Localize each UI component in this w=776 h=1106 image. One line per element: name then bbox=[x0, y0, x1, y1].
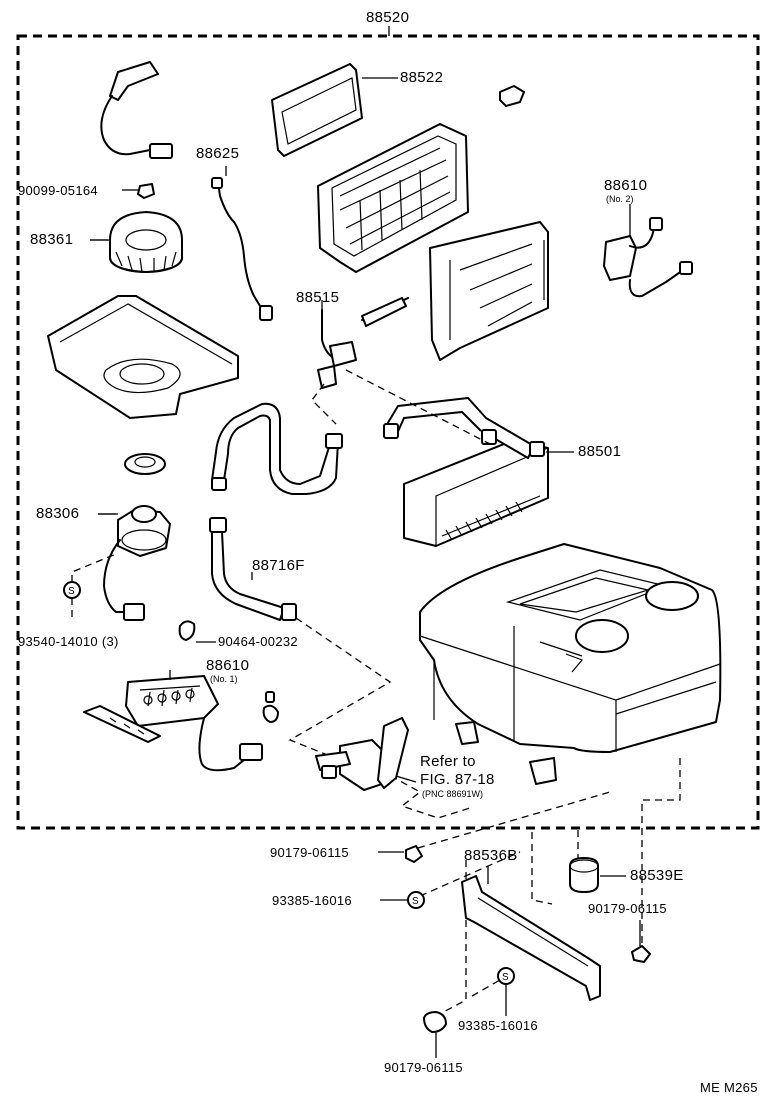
hose-88716f bbox=[210, 518, 296, 620]
refrigerant-hose bbox=[212, 404, 342, 494]
label-88306: 88306 bbox=[36, 505, 80, 522]
nut-90179-c bbox=[424, 1012, 446, 1058]
resistor-with-harness bbox=[101, 62, 172, 158]
label-pnc-88691w: (PNC 88691W) bbox=[422, 789, 484, 799]
label-88520: 88520 bbox=[366, 9, 410, 26]
drawing-code: ME M265 bbox=[700, 1080, 758, 1095]
label-88522: 88522 bbox=[400, 69, 444, 86]
grommet-88539e bbox=[570, 858, 626, 892]
nut-90099-05164 bbox=[122, 184, 154, 198]
blower-motor-88306 bbox=[98, 506, 170, 620]
label-90464-00232: 90464-00232 bbox=[218, 634, 298, 649]
clamp-90464 bbox=[180, 621, 216, 642]
screw-marker-93385-a bbox=[380, 892, 424, 908]
label-88610-no1-sub: (No. 1) bbox=[210, 674, 238, 684]
label-93385-16016-b: 93385-16016 bbox=[458, 1018, 538, 1033]
label-88610-no2-sub: (No. 2) bbox=[606, 194, 634, 204]
thermistor-88625 bbox=[212, 166, 272, 320]
label-88610-no2: 88610 bbox=[604, 177, 648, 194]
clip-small bbox=[264, 692, 278, 722]
label-plate bbox=[84, 706, 160, 742]
unit-top-cover bbox=[420, 544, 720, 784]
label-88716f: 88716F bbox=[252, 557, 305, 574]
switch-panel-88610-no1 bbox=[126, 670, 262, 770]
evaporator-88501 bbox=[384, 398, 574, 546]
label-88610-no1: 88610 bbox=[206, 657, 250, 674]
switch-88610-no2 bbox=[604, 204, 692, 296]
screw-marker-93385-b bbox=[498, 968, 514, 1016]
clip-part bbox=[500, 86, 524, 106]
label-88501: 88501 bbox=[578, 443, 622, 460]
label-90179-06115-c: 90179-06115 bbox=[384, 1060, 463, 1075]
label-93385-16016-a: 93385-16016 bbox=[272, 893, 352, 908]
filter-plate-88522 bbox=[272, 64, 398, 156]
label-90099-05164: 90099-05164 bbox=[18, 183, 98, 198]
label-leader-lines bbox=[90, 240, 322, 680]
expansion-valve-88515 bbox=[318, 298, 408, 388]
label-88515: 88515 bbox=[296, 289, 340, 306]
s-letter-1: S bbox=[68, 586, 75, 597]
label-90179-06115-b: 90179-06115 bbox=[588, 901, 667, 916]
nut-90179-b bbox=[632, 920, 650, 962]
grommet-ring bbox=[125, 454, 165, 474]
cooling-unit-case bbox=[318, 124, 548, 360]
label-88539e: 88539E bbox=[630, 867, 684, 884]
label-refer-to: Refer to bbox=[420, 753, 476, 770]
label-88536b: 88536B bbox=[464, 847, 518, 864]
label-fig-87-18: FIG. 87-18 bbox=[420, 771, 495, 788]
s-letter-3: S bbox=[502, 972, 509, 983]
assembly-boundary-88520 bbox=[18, 26, 758, 828]
blower-lower-case bbox=[48, 296, 238, 418]
nut-90179-a bbox=[378, 846, 422, 862]
label-88361: 88361 bbox=[30, 231, 74, 248]
magnetic-valve bbox=[316, 718, 416, 790]
s-letter-2: S bbox=[412, 896, 419, 907]
bracket-88536b bbox=[462, 866, 600, 1000]
label-88625: 88625 bbox=[196, 145, 240, 162]
label-93540-14010: 93540-14010 (3) bbox=[18, 634, 119, 649]
screw-marker-93540 bbox=[64, 554, 116, 620]
label-90179-06115-a: 90179-06115 bbox=[270, 845, 349, 860]
fan-88361 bbox=[90, 212, 182, 272]
